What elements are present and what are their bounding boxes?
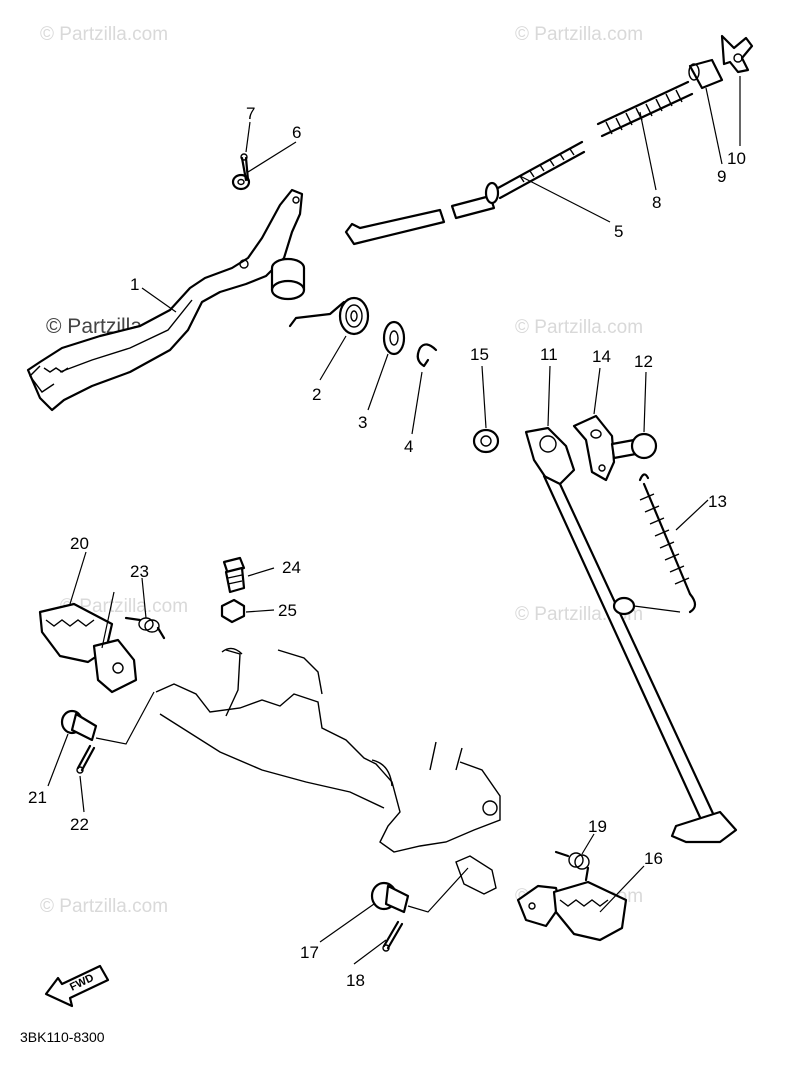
part-pivot-pin — [612, 596, 681, 616]
callout-1: 1 — [130, 275, 139, 294]
part-wingnut-10 — [720, 34, 754, 74]
callout-22: 22 — [70, 815, 89, 834]
part-spring-13 — [638, 473, 697, 614]
callout-20: 20 — [70, 534, 89, 553]
callout-11: 11 — [540, 345, 558, 364]
watermark-text: © Partzilla.com — [515, 24, 643, 45]
part-washer-6 — [231, 173, 251, 191]
watermark-text: © Partzilla.com — [60, 596, 188, 617]
callout-25: 25 — [278, 601, 297, 620]
part-rod-5 — [344, 140, 586, 246]
callout-14: 14 — [592, 347, 611, 366]
watermark-text: © Partzilla.com — [515, 317, 643, 338]
callout-17: 17 — [300, 943, 319, 962]
callout-3: 3 — [358, 413, 367, 432]
callout-5: 5 — [614, 222, 623, 241]
part-footrest-16 — [516, 880, 628, 942]
part-cotter-7 — [240, 153, 250, 182]
part-nut-25 — [220, 598, 246, 624]
callouts: 1 2 3 4 5 6 7 8 9 10 11 12 13 14 15 16 1… — [28, 104, 746, 990]
part-circlip-4 — [416, 343, 438, 368]
callout-12: 12 — [634, 352, 653, 371]
part-joint-9 — [688, 58, 724, 90]
callout-23: 23 — [130, 562, 149, 581]
callout-19: 19 — [588, 817, 607, 836]
part-pin-17 — [370, 867, 469, 914]
part-bolt-24 — [222, 556, 246, 594]
callout-7: 7 — [246, 104, 255, 123]
part-cotter-18 — [382, 920, 404, 952]
part-bolt-12 — [610, 432, 658, 460]
part-spring-19 — [554, 850, 590, 882]
callout-15: 15 — [470, 345, 489, 364]
callout-16: 16 — [644, 849, 663, 868]
fwd-arrow: FWD — [44, 964, 110, 1008]
watermark-text: © Partzilla.com — [40, 24, 168, 45]
part-spring-8 — [596, 80, 694, 138]
watermark-text: © Partzilla.com — [40, 896, 168, 917]
callout-13: 13 — [708, 492, 727, 511]
part-nut-15 — [472, 428, 500, 454]
part-spring-23 — [124, 616, 166, 640]
frame-outline — [155, 647, 501, 895]
part-cotter-22 — [76, 744, 96, 774]
part-spring-2 — [288, 296, 370, 336]
part-bracket-14 — [572, 414, 616, 482]
callout-8: 8 — [652, 193, 661, 212]
callout-10: 10 — [727, 149, 746, 168]
callout-2: 2 — [312, 385, 321, 404]
diagram-code: 3BK110-8300 — [20, 1029, 105, 1045]
callout-24: 24 — [282, 558, 301, 577]
part-pedal — [26, 188, 306, 412]
part-pin-21 — [60, 691, 155, 745]
callout-4: 4 — [404, 437, 413, 456]
part-footrest-20 — [38, 602, 138, 694]
callout-9: 9 — [717, 167, 726, 186]
part-washer-3 — [382, 320, 406, 356]
part-sidestand-11 — [524, 426, 738, 844]
callout-18: 18 — [346, 971, 365, 990]
callout-6: 6 — [292, 123, 301, 142]
callout-21: 21 — [28, 788, 47, 807]
leader-lines — [47, 76, 741, 965]
